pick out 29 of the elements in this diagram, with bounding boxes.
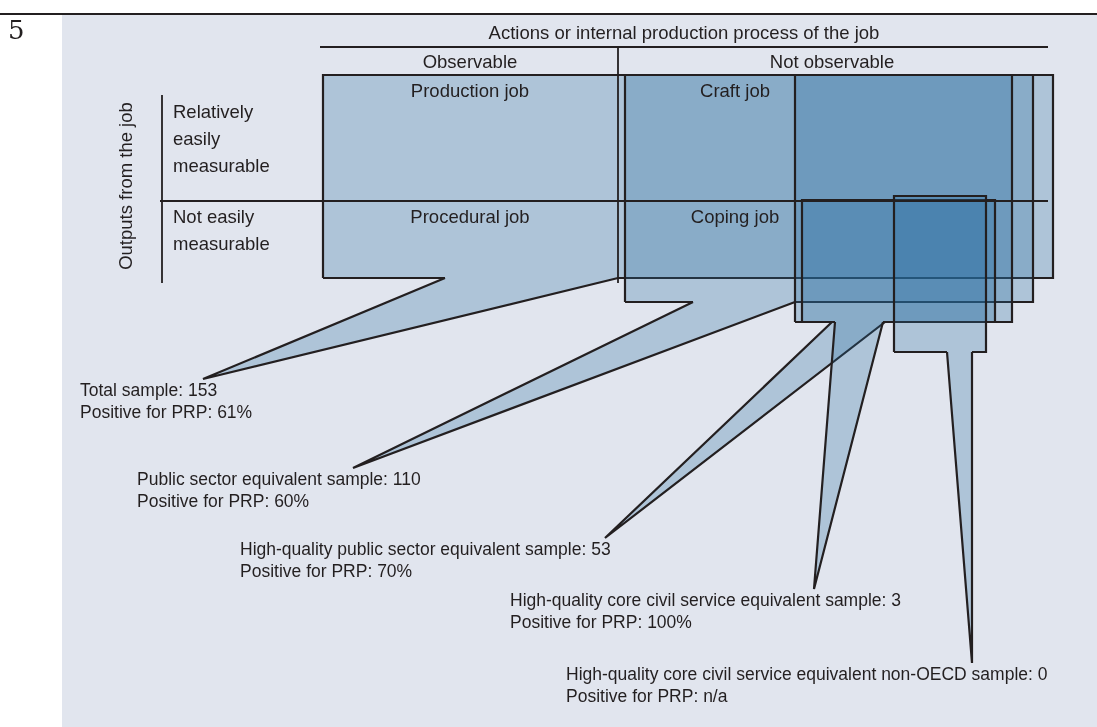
callout-pointer — [201, 276, 620, 381]
sample-note: Positive for PRP: 61% — [80, 401, 253, 423]
callout-pointer — [812, 320, 885, 591]
cell-label: Coping job — [690, 205, 780, 228]
cell-label: Craft job — [700, 79, 770, 102]
sample-note: Positive for PRP: 70% — [240, 560, 414, 582]
row-label: Not easily measurable — [173, 205, 271, 256]
sample-note: Positive for PRP: 60% — [137, 490, 311, 512]
sample-note: High-quality public sector equivalent sample: 53 — [240, 538, 611, 560]
row-label: Relatively easily measurable — [173, 100, 271, 178]
sample-note: Positive for PRP: n/a — [566, 685, 729, 707]
cell-label: Procedural job — [410, 205, 530, 228]
callout-pointer — [603, 320, 887, 540]
column-heading: Not observable — [769, 50, 895, 73]
figure-number: 5 — [8, 14, 25, 46]
callout-box — [892, 194, 988, 354]
callout-pointer — [945, 350, 974, 665]
row-heading: Outputs from the job — [113, 102, 137, 270]
callout-box — [623, 73, 1035, 304]
sample-note: Public sector equivalent sample: 110 — [137, 468, 421, 490]
sample-note: High-quality core civil service equivalent non-OECD sample: 0 — [566, 663, 1048, 685]
callout-box — [793, 73, 1014, 324]
sample-note: Total sample: 153 — [80, 379, 219, 401]
sample-note: High-quality core civil service equivalent sample: 3 — [510, 589, 901, 611]
column-heading: Actions or internal production process of the job — [488, 21, 880, 44]
callout-pointer — [351, 300, 797, 470]
cell-label: Production job — [410, 79, 530, 102]
sample-note: Positive for PRP: 100% — [510, 611, 693, 633]
column-heading: Observable — [422, 50, 518, 73]
